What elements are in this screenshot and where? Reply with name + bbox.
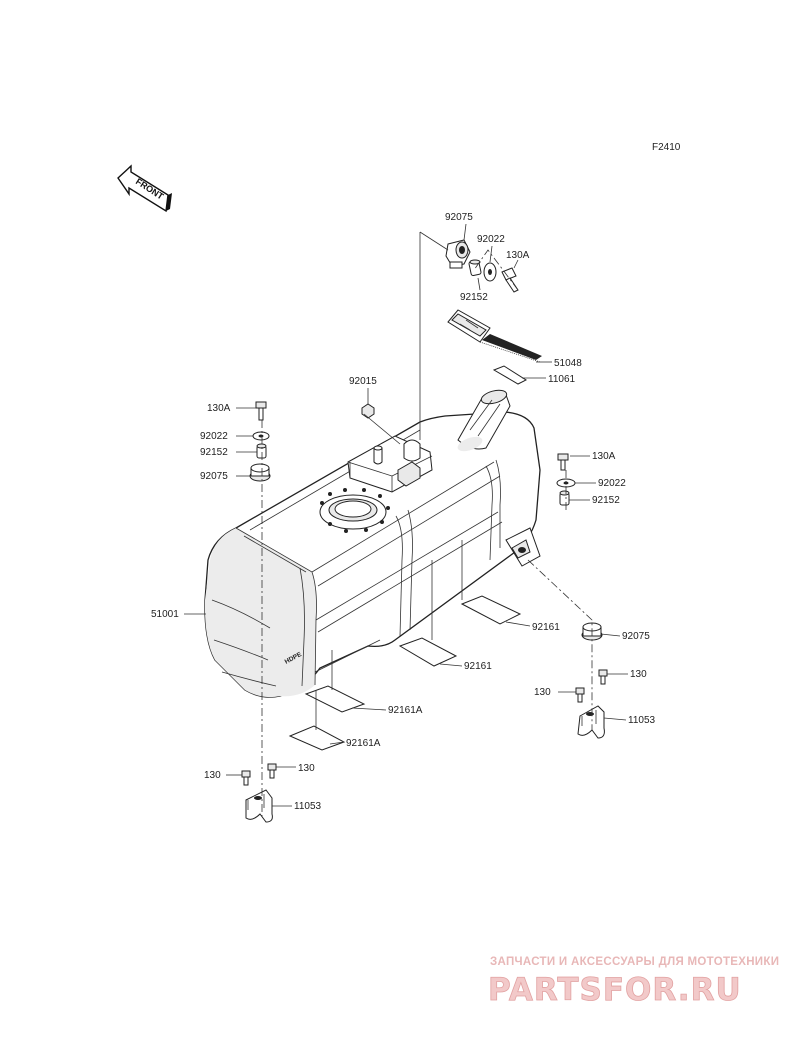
watermark-tagline: ЗАПЧАСТИ И АКСЕССУАРЫ ДЛЯ МОТОТЕХНИКИ <box>490 956 779 968</box>
part-92161A-a <box>304 685 366 713</box>
callout-92022-top: 92022 <box>477 234 505 245</box>
part-92022-top <box>483 262 497 282</box>
callout-11053-left: 11053 <box>294 801 322 812</box>
part-130-left-b <box>267 763 277 779</box>
part-130-right-a <box>598 669 608 685</box>
callout-92152-top: 92152 <box>460 292 488 303</box>
leader-lines <box>184 223 628 807</box>
part-130A-right <box>557 453 569 471</box>
front-arrow-icon: FRONT <box>117 164 172 213</box>
part-130A-left <box>255 401 267 421</box>
part-92152-right <box>559 490 570 506</box>
callout-92075-left: 92075 <box>200 471 228 482</box>
watermark-logo: PARTSFOR.RU <box>488 972 742 1008</box>
callout-92161A-a: 92161A <box>388 705 423 716</box>
part-92075-left <box>249 463 271 482</box>
right-mount-group <box>556 453 603 641</box>
callout-130-right-b: 130 <box>534 687 551 698</box>
part-130-right-b <box>575 687 585 703</box>
callout-130-left-b: 130 <box>298 763 315 774</box>
callout-92152-left: 92152 <box>200 447 228 458</box>
callout-92152-right: 92152 <box>592 495 620 506</box>
part-11061 <box>492 365 528 385</box>
callout-130A-right: 130A <box>592 451 616 462</box>
part-92015 <box>361 403 375 419</box>
assembly-lines <box>261 231 593 820</box>
part-11053-right <box>577 705 605 739</box>
callout-51048: 51048 <box>554 358 582 369</box>
callout-92161-b: 92161 <box>464 661 492 672</box>
left-mount-group <box>249 401 271 482</box>
callout-11061: 11061 <box>548 374 576 385</box>
callout-labels: 92075 92022 130A 92152 51048 11061 92015… <box>151 212 656 812</box>
part-92161-a <box>460 595 522 625</box>
callout-92161A-b: 92161A <box>346 738 381 749</box>
part-130-left-a <box>241 770 251 786</box>
callout-92015: 92015 <box>349 376 377 387</box>
fuel-tank-51001: HDPE <box>204 389 541 698</box>
callout-130A-left: 130A <box>207 403 231 414</box>
callout-92022-right: 92022 <box>598 478 626 489</box>
callout-130-left-a: 130 <box>204 770 221 781</box>
callout-92161-a: 92161 <box>532 622 560 633</box>
part-92152-left <box>256 443 267 459</box>
part-92022-left <box>252 431 270 441</box>
callout-92075-top: 92075 <box>445 212 473 223</box>
part-51048 <box>447 309 542 363</box>
callout-11053-right: 11053 <box>628 715 656 726</box>
part-11053-left <box>245 789 273 823</box>
part-92161-b <box>398 637 458 667</box>
part-92075-top <box>445 239 471 269</box>
figure-code: F2410 <box>652 142 681 153</box>
watermark: ЗАПЧАСТИ И АКСЕССУАРЫ ДЛЯ МОТОТЕХНИКИ PA… <box>488 956 779 1008</box>
callout-130A-top: 130A <box>506 250 530 261</box>
callout-92022-left: 92022 <box>200 431 228 442</box>
part-92161A-b <box>288 725 346 751</box>
callout-92075-right: 92075 <box>622 631 650 642</box>
callout-130-right-a: 130 <box>630 669 647 680</box>
part-130A-top <box>501 267 519 293</box>
callout-51001: 51001 <box>151 609 179 620</box>
